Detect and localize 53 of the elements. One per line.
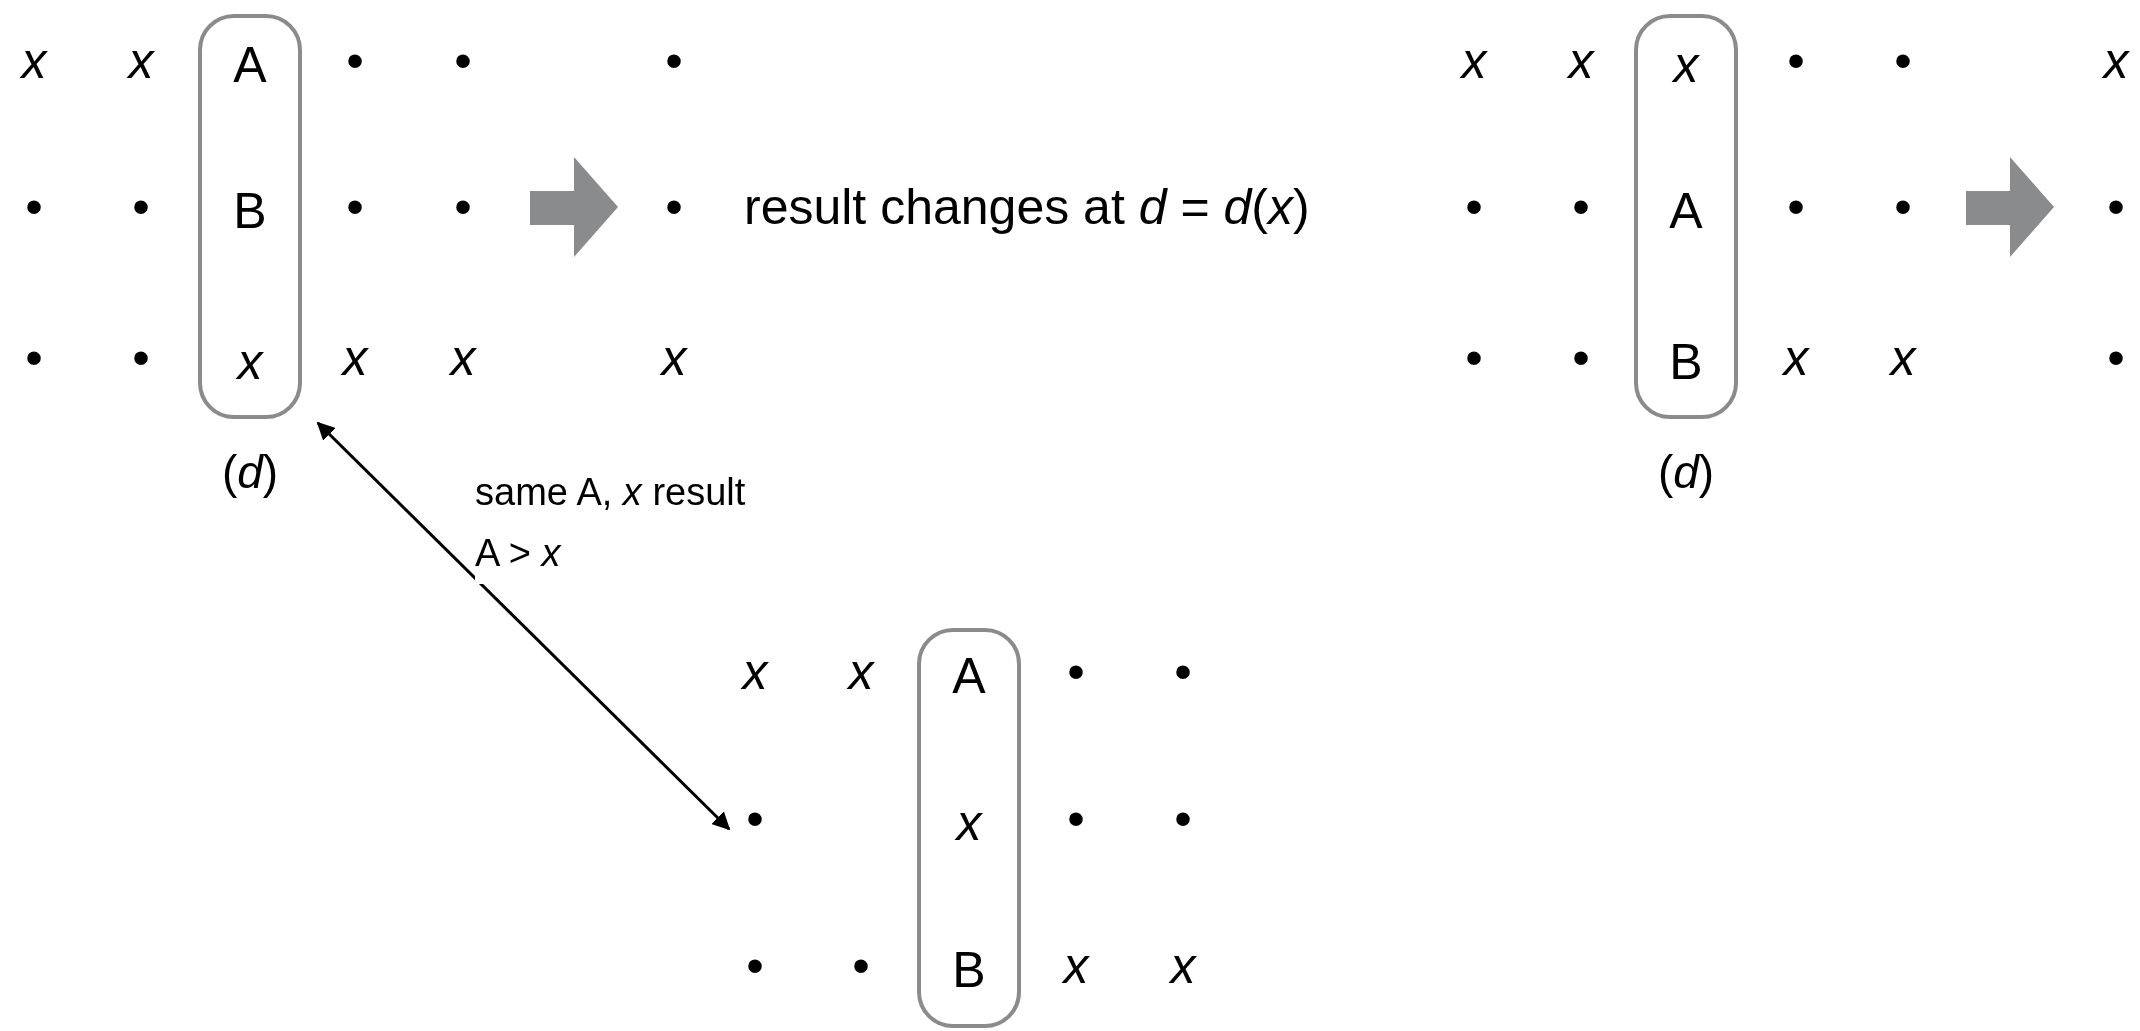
symbol-text: • <box>1465 182 1483 232</box>
symbol-text: x <box>342 333 368 383</box>
result-text: result changes at d = d(x) <box>744 182 1310 232</box>
symbol-text: A <box>233 40 267 90</box>
symbol-text: • <box>1572 333 1590 383</box>
symbol-text: B <box>233 186 267 236</box>
symbol-text: A <box>1669 186 1703 236</box>
symbol-text: x <box>1461 36 1487 86</box>
symbol-text: A <box>952 651 986 701</box>
symbol-text: • <box>454 182 472 232</box>
symbol-text: x <box>661 333 687 383</box>
symbol-text: • <box>454 36 472 86</box>
symbol-text: • <box>1894 36 1912 86</box>
symbol-text: • <box>132 182 150 232</box>
symbol-text: x <box>2103 36 2129 86</box>
symbol-text: • <box>1174 794 1192 844</box>
symbol-text: B <box>952 945 986 995</box>
symbol-text: • <box>2107 333 2125 383</box>
symbol-text: • <box>1465 333 1483 383</box>
symbol-text: • <box>346 36 364 86</box>
symbol-text: x <box>956 798 982 848</box>
symbol-text: • <box>2107 182 2125 232</box>
symbol-text: • <box>25 333 43 383</box>
symbol-text: • <box>1067 794 1085 844</box>
symbol-text: • <box>1174 647 1192 697</box>
symbol-text: • <box>665 36 683 86</box>
symbol-text: • <box>852 941 870 991</box>
rounded-column-box <box>917 628 1021 1028</box>
symbol-text: x <box>1673 40 1699 90</box>
symbol-text: • <box>1787 36 1805 86</box>
symbol-text: • <box>743 794 767 844</box>
symbol-text: x <box>1568 36 1594 86</box>
symbol-text: x <box>1063 941 1089 991</box>
symbol-text: • <box>746 941 764 991</box>
symbol-text: x <box>848 647 874 697</box>
double-arrow <box>316 421 731 831</box>
symbol-text: • <box>1067 647 1085 697</box>
symbol-text: x <box>1890 333 1916 383</box>
symbol-text: • <box>1787 182 1805 232</box>
symbol-text: • <box>132 333 150 383</box>
symbol-text: • <box>1894 182 1912 232</box>
symbol-text: • <box>25 182 43 232</box>
symbol-text: x <box>128 36 154 86</box>
symbol-text: x <box>742 647 768 697</box>
symbol-text: x <box>450 333 476 383</box>
symbol-text: • <box>665 182 683 232</box>
symbol-text: x <box>1170 941 1196 991</box>
symbol-text: x <box>21 36 47 86</box>
symbol-text: • <box>346 182 364 232</box>
symbol-text: x <box>1783 333 1809 383</box>
symbol-text: x <box>237 337 263 387</box>
symbol-text: B <box>1669 337 1703 387</box>
symbol-text: • <box>1572 182 1590 232</box>
